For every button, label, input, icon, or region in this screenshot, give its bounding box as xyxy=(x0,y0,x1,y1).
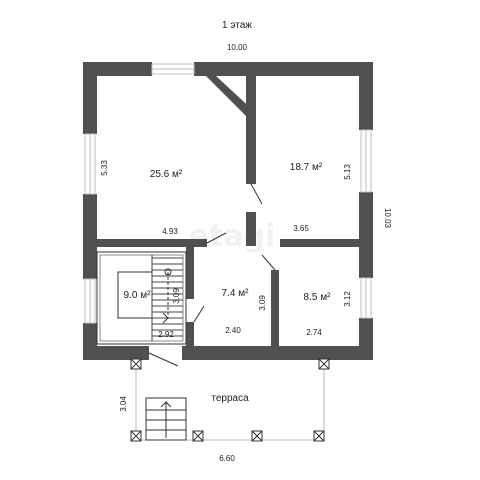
interior-walls xyxy=(97,76,359,346)
dim-total-width: 10.00 xyxy=(227,43,248,52)
dim-room3-height: 3.09 xyxy=(172,288,181,304)
wall-top-right xyxy=(194,62,373,76)
wall-diagonal-chimney xyxy=(206,76,256,126)
dim-room1-width: 4.93 xyxy=(162,227,178,236)
dim-room4-width: 2.40 xyxy=(225,326,241,335)
staircase-room xyxy=(96,251,187,345)
wall-top-left xyxy=(83,62,152,76)
room5-area: 8.5 м² xyxy=(304,292,332,303)
dim-room5-width: 2.74 xyxy=(306,328,322,337)
wall-right-upper xyxy=(359,62,373,130)
room2-area: 18.7 м² xyxy=(290,162,323,173)
dim-terrace-height: 3.04 xyxy=(119,396,128,412)
dim-room1-height: 5.33 xyxy=(100,160,109,176)
wall-bottom-right xyxy=(182,346,373,360)
door-small-leaf xyxy=(193,305,205,323)
wall-partition-vertical-lower xyxy=(246,212,256,246)
wall-bath-divider xyxy=(271,270,279,346)
wall-hall-top-left xyxy=(97,239,207,247)
dim-room4-height: 3.09 xyxy=(258,295,267,311)
door-hall-leaf xyxy=(206,232,227,244)
dim-room2-height: 5.13 xyxy=(343,164,352,180)
doors xyxy=(148,183,276,367)
wall-left-middle xyxy=(83,194,97,279)
steps-arrow-head xyxy=(160,401,172,408)
stair-landing xyxy=(117,271,153,319)
terrace-posts xyxy=(130,358,330,442)
stair-start-marker xyxy=(164,268,172,276)
room3-area: 9.0 м² xyxy=(124,290,152,301)
wall-hall-left-lower xyxy=(186,322,194,346)
dim-terrace-width: 6.60 xyxy=(219,454,235,463)
watermark-logo: etagi xyxy=(189,219,276,254)
wall-right-middle xyxy=(359,192,373,278)
windows xyxy=(84,63,372,324)
wall-bottom-left xyxy=(83,346,149,360)
dim-room3-width: 2.92 xyxy=(158,330,174,339)
room4-area: 7.4 м² xyxy=(222,288,250,299)
stair-inner-outline xyxy=(96,251,187,345)
floor-title: 1 этаж xyxy=(222,20,252,31)
dim-room2-width: 3.65 xyxy=(293,224,309,233)
wall-left-upper xyxy=(83,62,97,134)
terrace-steps xyxy=(145,397,187,441)
outer-walls xyxy=(83,62,373,360)
wall-hall-top-right xyxy=(280,239,359,247)
wall-hall-left-upper xyxy=(186,247,194,299)
terrace-label: терраса xyxy=(211,393,249,404)
door-entrance-leaf xyxy=(148,352,179,367)
stair-arrow xyxy=(162,312,169,324)
dim-total-height: 10.03 xyxy=(383,208,392,229)
door-room2-leaf xyxy=(250,183,263,205)
door-bath-leaf xyxy=(261,254,276,271)
dim-room5-height: 3.12 xyxy=(343,291,352,307)
room1-area: 25.6 м² xyxy=(150,169,183,180)
stair-steps xyxy=(151,255,183,341)
wall-partition-vertical-upper xyxy=(246,76,256,184)
